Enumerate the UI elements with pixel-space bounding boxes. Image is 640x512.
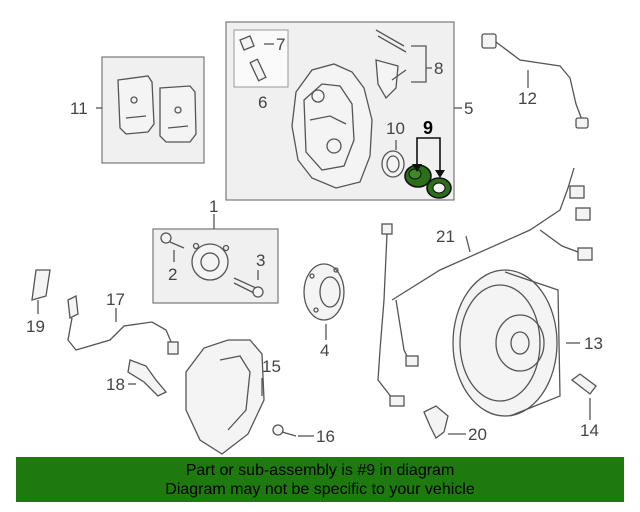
banner-line-1: Part or sub-assembly is #9 in diagram (185, 461, 455, 479)
callout-6: 6 (258, 93, 267, 112)
bracket-part[interactable] (31, 269, 51, 301)
brake-hose-part[interactable] (67, 295, 179, 355)
callout-20: 20 (468, 425, 487, 444)
callout-18: 18 (106, 375, 125, 394)
wheel-bearing-part[interactable] (191, 242, 230, 281)
bleeder-cap-part[interactable] (239, 35, 255, 51)
leader-lines (37, 43, 591, 437)
callout-8: 8 (434, 59, 443, 78)
callout-1: 1 (209, 197, 218, 216)
callout-2: 2 (168, 265, 177, 284)
callout-11: 11 (70, 99, 88, 118)
callout-17: 17 (106, 290, 125, 309)
brake-disc-part[interactable] (452, 269, 561, 417)
hub-carrier-bolt-part[interactable] (160, 232, 185, 249)
wear-sensor-cable-part[interactable] (481, 33, 589, 129)
hose-bracket-part[interactable] (127, 359, 168, 397)
callout-5: 5 (464, 99, 473, 118)
piston-seal-kit-highlighted[interactable] (404, 164, 452, 199)
callout-12: 12 (518, 89, 537, 108)
callout-19: 19 (26, 317, 45, 336)
callout-14: 14 (580, 421, 599, 440)
abs-sensor-cable-part[interactable] (377, 167, 593, 407)
guide-pin-spring-part[interactable] (375, 29, 407, 100)
callout-7: 7 (276, 35, 285, 54)
info-banner: Part or sub-assembly is #9 in diagram Di… (16, 457, 624, 502)
callout-10: 10 (386, 119, 405, 138)
brake-caliper-part[interactable] (291, 63, 373, 189)
bleeder-screw-part[interactable] (249, 58, 267, 82)
seal-ring-part[interactable] (381, 150, 405, 178)
wheel-hub-part[interactable] (303, 263, 345, 321)
banner-line-2: Diagram may not be specific to your vehi… (165, 480, 475, 498)
callout-21: 21 (436, 227, 455, 246)
callout-16: 16 (316, 427, 335, 446)
splash-shield-part[interactable] (185, 339, 265, 455)
callout-15: 15 (262, 357, 281, 376)
shield-bolt-part[interactable] (272, 424, 297, 437)
callout-13: 13 (584, 334, 603, 353)
callout-4: 4 (320, 341, 329, 360)
callout-9-bracket (416, 137, 441, 176)
callout-9: 9 (423, 118, 433, 138)
hub-bolt-part[interactable] (233, 277, 264, 298)
callout-3: 3 (256, 251, 265, 270)
speed-sensor-part[interactable] (423, 405, 449, 439)
parts-diagram: 11 7 6 8 5 10 9 12 1 2 3 4 21 13 14 15 1… (26, 21, 603, 455)
wheel-bolt-part[interactable] (570, 373, 597, 395)
brake-pads-part[interactable] (117, 75, 197, 143)
